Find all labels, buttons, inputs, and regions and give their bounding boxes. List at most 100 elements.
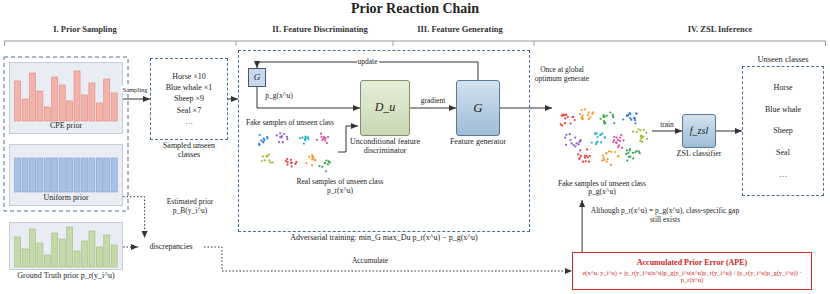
scatter-dot	[268, 159, 270, 161]
scatter-dot	[585, 160, 587, 162]
sample-caption: Fake samples of unseen class	[246, 119, 366, 128]
scatter-dot	[599, 134, 601, 136]
scatter-dot	[610, 151, 612, 153]
scatter-dot	[276, 134, 278, 136]
scatter-dot	[606, 114, 608, 116]
prior-bar	[89, 158, 95, 192]
node-label: D_u	[375, 101, 396, 115]
scatter-dot	[639, 140, 641, 142]
edge-label: Although p_r(x^u) = p_g(x^u), class-spec…	[590, 207, 740, 224]
scatter-dot	[621, 147, 623, 149]
scatter-dot	[634, 151, 636, 153]
scatter-dot	[567, 116, 569, 118]
prior-bar	[44, 158, 50, 192]
scatter-dot	[312, 156, 314, 158]
scatter-dot	[571, 142, 573, 144]
scatter-dot	[290, 162, 292, 164]
scatter-dot	[570, 123, 572, 125]
scatter-dot	[618, 144, 620, 146]
section-heading: II. Feature Discriminating	[250, 25, 390, 35]
scatter-dot	[579, 113, 581, 115]
prior-bar	[44, 107, 50, 121]
panel-ground	[9, 144, 123, 206]
scatter-dot	[615, 141, 617, 143]
prior-bar	[67, 101, 73, 121]
scatter-dot	[645, 132, 647, 134]
prior-bar	[96, 247, 102, 267]
scatter-dot	[266, 156, 268, 158]
scatter-dot	[646, 138, 648, 140]
scatter-dot	[291, 165, 293, 167]
section-heading: IV. ZSL Inference	[650, 25, 790, 35]
scatter-dot	[596, 136, 598, 138]
scatter-dot	[325, 159, 327, 161]
scatter-dot	[573, 144, 575, 146]
scatter-dot	[609, 111, 611, 113]
flow-arrow	[582, 200, 583, 252]
node-label: f_zsl	[690, 125, 708, 137]
scatter-dot	[602, 154, 604, 156]
scatter-dot	[268, 154, 270, 156]
node-label: e(x^u, y_i^u) = |p_r(y_i^u|x^u)p_g(y_i^u…	[576, 269, 808, 284]
scatter-dot	[305, 137, 307, 139]
scatter-dot	[588, 111, 590, 113]
scatter-dot	[635, 112, 637, 114]
prior-bar	[59, 85, 65, 121]
flow-arrow	[652, 131, 682, 132]
prior-bar	[29, 229, 35, 267]
scatter-dot	[565, 114, 567, 116]
scatter-dot	[324, 162, 326, 164]
scatter-dot	[620, 134, 622, 136]
panel-ground	[9, 62, 123, 134]
prior-bar	[81, 241, 87, 267]
scatter-dot	[613, 139, 615, 141]
scatter-dot	[622, 118, 624, 120]
discriminator-box: D_uUnconditional feature discriminator	[360, 80, 410, 136]
scatter-dot	[638, 128, 640, 130]
edge-label: Once at global optimum generate	[532, 66, 592, 83]
prior-bar	[111, 93, 117, 121]
scatter-dot	[578, 143, 580, 145]
panel-ground	[9, 222, 123, 270]
scatter-dot	[591, 113, 593, 115]
scatter-dot	[318, 165, 320, 167]
prior-panel: Ground Truth prior p_r(y_i^u)	[9, 222, 123, 270]
scatter-dot	[640, 137, 642, 139]
scatter-dot	[579, 149, 581, 151]
scatter-dot	[572, 116, 574, 118]
scatter-dot	[604, 137, 606, 139]
scatter-dot	[324, 139, 326, 141]
section-heading: III. Feature Generating	[395, 25, 525, 35]
edge-label: Sampling	[121, 86, 149, 93]
scatter-dot	[643, 129, 645, 131]
prior-bar	[104, 79, 110, 121]
prior-bar	[37, 91, 43, 121]
node-label: …	[779, 170, 787, 179]
scatter-dot	[627, 114, 629, 116]
scatter-dot	[577, 153, 579, 155]
edge-label: gradient	[420, 97, 447, 106]
prior-bar	[15, 158, 21, 192]
scatter-dot	[560, 123, 562, 125]
scatter-dot	[329, 162, 331, 164]
scatter-dot	[584, 155, 586, 157]
node-label: ZSL classifier	[664, 149, 734, 158]
scatter-dot	[295, 161, 297, 163]
scatter-dot	[578, 141, 580, 143]
diagram-title: Prior Reaction Chain	[0, 1, 830, 17]
node-label: Ground Truth prior p_r(y_i^u)	[6, 271, 126, 280]
scatter-dot	[286, 158, 288, 160]
prior-bar	[52, 77, 58, 121]
scatter-dot	[565, 134, 567, 136]
scatter-dot	[580, 139, 582, 141]
scatter-dot	[572, 116, 574, 118]
section-tick	[5, 41, 826, 46]
scatter-dot	[303, 143, 305, 145]
prior-bar	[104, 158, 110, 192]
scatter-dot	[638, 151, 640, 153]
scatter-dot	[632, 131, 634, 133]
scatter-dot	[636, 131, 638, 133]
scatter-dot	[327, 136, 329, 138]
scatter-dot	[600, 133, 602, 135]
scatter-dot	[574, 146, 576, 148]
